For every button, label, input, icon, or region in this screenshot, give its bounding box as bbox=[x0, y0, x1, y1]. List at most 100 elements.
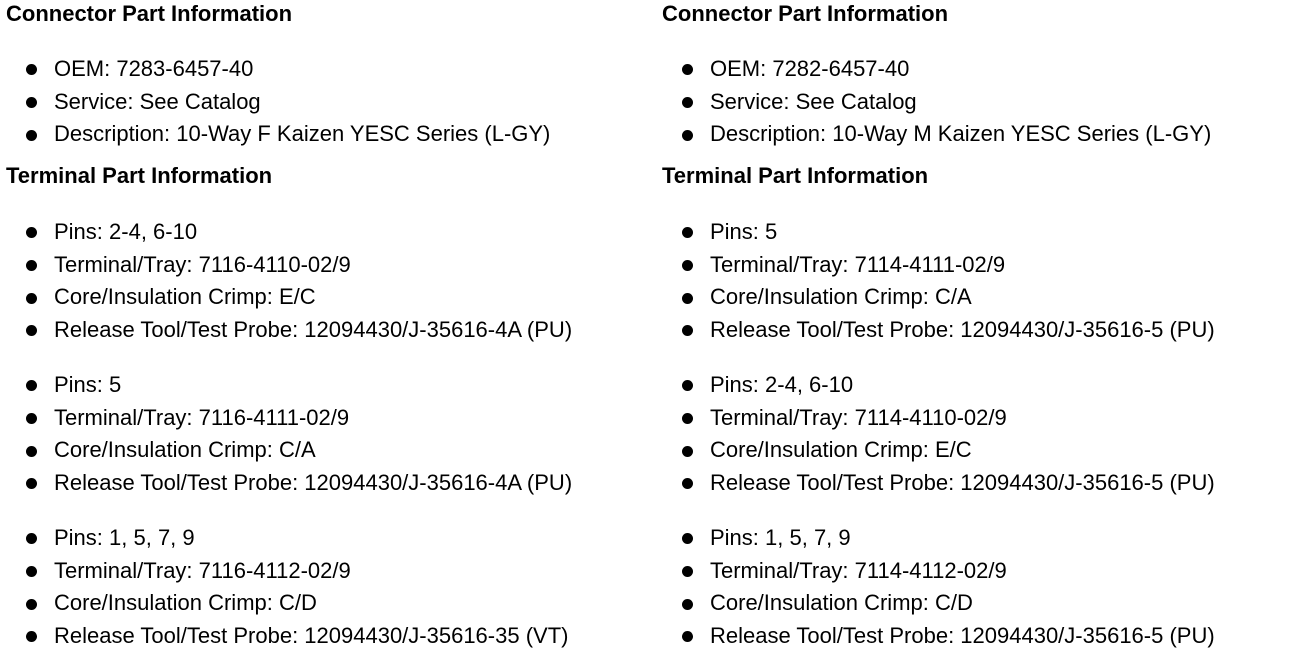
list-item: OEM: 7283-6457-40 bbox=[6, 53, 550, 86]
bullet-icon bbox=[682, 325, 693, 337]
terminal-tray-value: Terminal/Tray: 7114-4110-02/9 bbox=[710, 404, 1007, 430]
list-item: Core/Insulation Crimp: C/A bbox=[6, 434, 572, 467]
bullet-icon bbox=[26, 97, 37, 109]
bullet-icon bbox=[682, 533, 693, 545]
bullet-icon bbox=[682, 478, 693, 490]
bullet-icon bbox=[26, 227, 37, 239]
terminal-group-2: Pins: 5 Terminal/Tray: 7116-4111-02/9 Co… bbox=[6, 369, 572, 500]
list-item: Description: 10-Way F Kaizen YESC Series… bbox=[6, 118, 550, 151]
list-item: Release Tool/Test Probe: 12094430/J-3561… bbox=[662, 620, 1215, 653]
crimp-value: Core/Insulation Crimp: E/C bbox=[54, 284, 316, 310]
bullet-icon bbox=[682, 97, 693, 109]
bullet-icon bbox=[682, 227, 693, 239]
connector-info-list: OEM: 7283-6457-40 Service: See Catalog D… bbox=[6, 53, 550, 151]
bullet-icon bbox=[682, 598, 693, 610]
crimp-value: Core/Insulation Crimp: C/D bbox=[54, 590, 317, 616]
list-item: OEM: 7282-6457-40 bbox=[662, 53, 1211, 86]
service-value: Service: See Catalog bbox=[710, 88, 917, 114]
oem-value: OEM: 7283-6457-40 bbox=[54, 56, 254, 81]
bullet-icon bbox=[26, 64, 37, 76]
list-item: Pins: 2-4, 6-10 bbox=[6, 216, 572, 249]
terminal-group-1: Pins: 5 Terminal/Tray: 7114-4111-02/9 Co… bbox=[662, 216, 1215, 347]
terminal-tray-value: Terminal/Tray: 7116-4111-02/9 bbox=[54, 404, 350, 430]
list-item: Release Tool/Test Probe: 12094430/J-3561… bbox=[6, 620, 568, 653]
list-item: Release Tool/Test Probe: 12094430/J-3561… bbox=[662, 314, 1215, 347]
bullet-icon bbox=[26, 598, 37, 610]
pins-value: Pins: 1, 5, 7, 9 bbox=[54, 525, 195, 550]
list-item: Terminal/Tray: 7116-4110-02/9 bbox=[6, 249, 572, 282]
bullet-icon bbox=[682, 631, 693, 643]
list-item: Pins: 2-4, 6-10 bbox=[662, 369, 1215, 402]
crimp-value: Core/Insulation Crimp: C/A bbox=[710, 284, 972, 310]
list-item: Service: See Catalog bbox=[6, 86, 550, 119]
pins-value: Pins: 2-4, 6-10 bbox=[54, 219, 198, 244]
list-item: Terminal/Tray: 7116-4111-02/9 bbox=[6, 402, 572, 435]
bullet-icon bbox=[26, 566, 37, 578]
pins-value: Pins: 5 bbox=[54, 372, 122, 397]
terminal-group-3: Pins: 1, 5, 7, 9 Terminal/Tray: 7114-411… bbox=[662, 522, 1215, 653]
list-item: Core/Insulation Crimp: C/D bbox=[662, 587, 1215, 620]
list-item: Release Tool/Test Probe: 12094430/J-3561… bbox=[662, 467, 1215, 500]
terminal-heading: Terminal Part Information bbox=[6, 163, 273, 188]
list-item: Terminal/Tray: 7114-4110-02/9 bbox=[662, 402, 1215, 435]
terminal-group-2: Pins: 2-4, 6-10 Terminal/Tray: 7114-4110… bbox=[662, 369, 1215, 500]
list-item: Pins: 5 bbox=[6, 369, 572, 402]
description-value: Description: 10-Way F Kaizen YESC Series… bbox=[54, 121, 551, 147]
connector-heading: Connector Part Information bbox=[6, 1, 293, 26]
release-tool-value: Release Tool/Test Probe: 12094430/J-3561… bbox=[54, 470, 573, 496]
list-item: Pins: 1, 5, 7, 9 bbox=[662, 522, 1215, 555]
list-item: Release Tool/Test Probe: 12094430/J-3561… bbox=[6, 314, 572, 347]
connector-info-list: OEM: 7282-6457-40 Service: See Catalog D… bbox=[662, 53, 1211, 151]
list-item: Terminal/Tray: 7114-4112-02/9 bbox=[662, 555, 1215, 588]
bullet-icon bbox=[682, 260, 693, 272]
list-item: Pins: 1, 5, 7, 9 bbox=[6, 522, 568, 555]
terminal-group-3: Pins: 1, 5, 7, 9 Terminal/Tray: 7116-411… bbox=[6, 522, 568, 653]
release-tool-value: Release Tool/Test Probe: 12094430/J-3561… bbox=[710, 623, 1215, 649]
list-item: Service: See Catalog bbox=[662, 86, 1211, 119]
oem-value: OEM: 7282-6457-40 bbox=[710, 56, 910, 81]
terminal-tray-value: Terminal/Tray: 7114-4112-02/9 bbox=[710, 557, 1007, 583]
bullet-icon bbox=[682, 445, 693, 457]
service-value: Service: See Catalog bbox=[54, 88, 261, 114]
bullet-icon bbox=[26, 292, 37, 304]
bullet-icon bbox=[682, 64, 693, 76]
terminal-heading: Terminal Part Information bbox=[662, 163, 929, 188]
bullet-icon bbox=[26, 413, 37, 425]
bullet-icon bbox=[26, 325, 37, 337]
crimp-value: Core/Insulation Crimp: C/A bbox=[54, 437, 316, 463]
list-item: Core/Insulation Crimp: E/C bbox=[662, 434, 1215, 467]
release-tool-value: Release Tool/Test Probe: 12094430/J-3561… bbox=[54, 623, 569, 649]
bullet-icon bbox=[26, 260, 37, 272]
description-value: Description: 10-Way M Kaizen YESC Series… bbox=[710, 121, 1212, 147]
bullet-icon bbox=[682, 566, 693, 578]
terminal-tray-value: Terminal/Tray: 7116-4110-02/9 bbox=[54, 251, 351, 277]
release-tool-value: Release Tool/Test Probe: 12094430/J-3561… bbox=[710, 317, 1215, 343]
terminal-tray-value: Terminal/Tray: 7116-4112-02/9 bbox=[54, 557, 351, 583]
bullet-icon bbox=[682, 292, 693, 304]
bullet-icon bbox=[26, 380, 37, 392]
terminal-tray-value: Terminal/Tray: 7114-4111-02/9 bbox=[710, 251, 1006, 277]
crimp-value: Core/Insulation Crimp: E/C bbox=[710, 437, 972, 463]
pins-value: Pins: 1, 5, 7, 9 bbox=[710, 525, 851, 550]
crimp-value: Core/Insulation Crimp: C/D bbox=[710, 590, 973, 616]
release-tool-value: Release Tool/Test Probe: 12094430/J-3561… bbox=[710, 470, 1215, 496]
list-item: Terminal/Tray: 7116-4112-02/9 bbox=[6, 555, 568, 588]
pins-value: Pins: 5 bbox=[710, 219, 778, 244]
connector-heading: Connector Part Information bbox=[662, 1, 949, 26]
release-tool-value: Release Tool/Test Probe: 12094430/J-3561… bbox=[54, 317, 573, 343]
bullet-icon bbox=[26, 533, 37, 545]
bullet-icon bbox=[682, 129, 693, 141]
bullet-icon bbox=[26, 129, 37, 141]
bullet-icon bbox=[682, 413, 693, 425]
bullet-icon bbox=[26, 478, 37, 490]
list-item: Terminal/Tray: 7114-4111-02/9 bbox=[662, 249, 1215, 282]
list-item: Core/Insulation Crimp: E/C bbox=[6, 281, 572, 314]
bullet-icon bbox=[682, 380, 693, 392]
list-item: Release Tool/Test Probe: 12094430/J-3561… bbox=[6, 467, 572, 500]
list-item: Core/Insulation Crimp: C/D bbox=[6, 587, 568, 620]
list-item: Description: 10-Way M Kaizen YESC Series… bbox=[662, 118, 1211, 151]
list-item: Core/Insulation Crimp: C/A bbox=[662, 281, 1215, 314]
list-item: Pins: 5 bbox=[662, 216, 1215, 249]
terminal-group-1: Pins: 2-4, 6-10 Terminal/Tray: 7116-4110… bbox=[6, 216, 572, 347]
bullet-icon bbox=[26, 631, 37, 643]
